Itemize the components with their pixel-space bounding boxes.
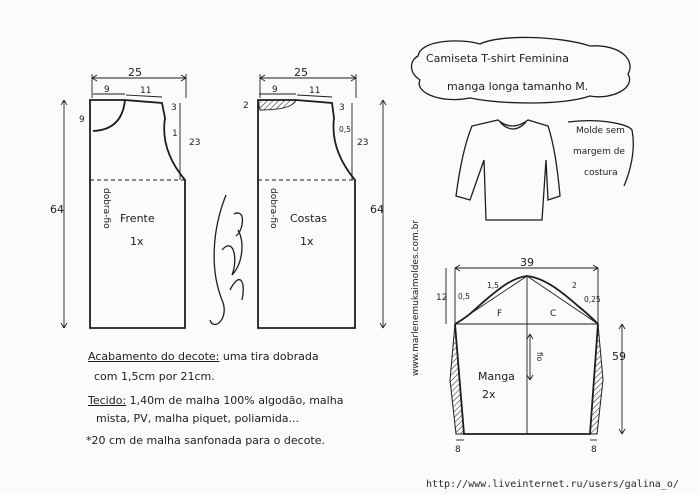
sleeve-hatch-left xyxy=(449,323,465,435)
front-count: 1x xyxy=(130,235,144,248)
front-fold-label: dobra-fio xyxy=(101,188,111,229)
note-neck-finish-line2: com 1,5cm por 21cm. xyxy=(94,370,215,383)
front-armhole-mark: 1 xyxy=(172,129,178,139)
side-note-box: Molde sem margem de costura xyxy=(567,120,634,187)
front-neck-drop: 9 xyxy=(79,115,85,125)
back-neck-hatch xyxy=(257,99,297,111)
sleeve-cuff-right: 8 xyxy=(591,445,597,455)
front-piece: 25 9 11 9 3 1 23 64 dobra-fio Frente 1x xyxy=(50,66,200,329)
side-note-line3: costura xyxy=(584,168,618,178)
front-length-label: 64 xyxy=(50,203,64,216)
back-armhole-mark: 0,5 xyxy=(339,125,351,134)
note-rib: *20 cm de malha sanfonada para o decote. xyxy=(86,434,326,447)
sleeve-mark-top-left: 1,5 xyxy=(487,281,499,290)
shirt-sketch xyxy=(455,119,561,221)
front-width-label: 25 xyxy=(128,66,142,79)
note-fabric-line2: mista, PV, malha piquet, poliamida... xyxy=(96,412,300,425)
sleeve-back-letter: C xyxy=(550,309,556,319)
back-shoulder-drop: 3 xyxy=(339,103,345,113)
sleeve-mark-top-right: 2 xyxy=(572,281,577,290)
sleeve-cuff-left: 8 xyxy=(455,445,461,455)
sleeve-width-label: 39 xyxy=(520,256,534,269)
note-neck-finish: Acabamento do decote: uma tira dobrada xyxy=(88,350,319,363)
sleeve-front-letter: F xyxy=(497,309,502,319)
back-length-label: 64 xyxy=(370,203,384,216)
sleeve-length-label: 59 xyxy=(612,350,626,363)
sleeve-body xyxy=(454,323,599,435)
side-note-line2: margem de xyxy=(573,147,625,157)
title-line1: Camiseta T-shirt Feminina xyxy=(426,52,569,65)
watermark-url: http://www.liveinternet.ru/users/galina_… xyxy=(426,479,679,490)
title-line2: manga longa tamanho M. xyxy=(447,80,588,93)
note-neck-finish-text: uma tira dobrada xyxy=(222,350,319,363)
sleeve-mark-left: 0,5 xyxy=(458,292,470,301)
back-neck-width: 9 xyxy=(272,85,278,95)
front-outline xyxy=(89,99,186,329)
sleeve-mark-right: 0,25 xyxy=(584,295,601,304)
sleeve-hatch-right xyxy=(589,323,604,435)
front-shoulder-drop: 3 xyxy=(171,103,177,113)
sleeve-cap-height: 12 xyxy=(436,293,447,303)
website-vertical: www.marlenemukaimoldes.com.br xyxy=(411,220,421,376)
sleeve-piece: 39 fio 12 0,5 1,5 2 0,25 F C Manga 2x 59 xyxy=(436,256,626,455)
back-outline xyxy=(257,99,356,329)
note-fabric-label: Tecido: xyxy=(88,394,127,407)
sleeve-label: Manga xyxy=(478,370,515,383)
back-label: Costas xyxy=(290,212,327,225)
back-width-label: 25 xyxy=(294,66,308,79)
front-label: Frente xyxy=(120,212,155,225)
signature-mark xyxy=(209,194,244,326)
front-armhole-depth: 23 xyxy=(189,138,200,148)
note-fabric-text: 1,40m de malha 100% algodão, malha xyxy=(129,394,344,407)
back-shoulder: 11 xyxy=(309,86,320,96)
title-bubble: Camiseta T-shirt Feminina manga longa ta… xyxy=(410,36,631,104)
side-note-line1: Molde sem xyxy=(576,126,625,136)
front-shoulder: 11 xyxy=(140,86,151,96)
back-armhole-depth: 23 xyxy=(357,138,368,148)
sleeve-grain: fio xyxy=(535,352,544,362)
back-count: 1x xyxy=(300,235,314,248)
back-piece: 25 9 11 2 3 0,5 23 64 dobra-fio Costas 1… xyxy=(243,66,387,329)
note-fabric: Tecido: 1,40m de malha 100% algodão, mal… xyxy=(88,394,343,407)
back-fold-label: dobra-fio xyxy=(268,188,278,229)
front-neck-width: 9 xyxy=(104,85,110,95)
sleeve-count: 2x xyxy=(482,388,496,401)
back-neck-drop: 2 xyxy=(243,101,249,111)
note-neck-finish-label: Acabamento do decote: xyxy=(88,350,220,363)
